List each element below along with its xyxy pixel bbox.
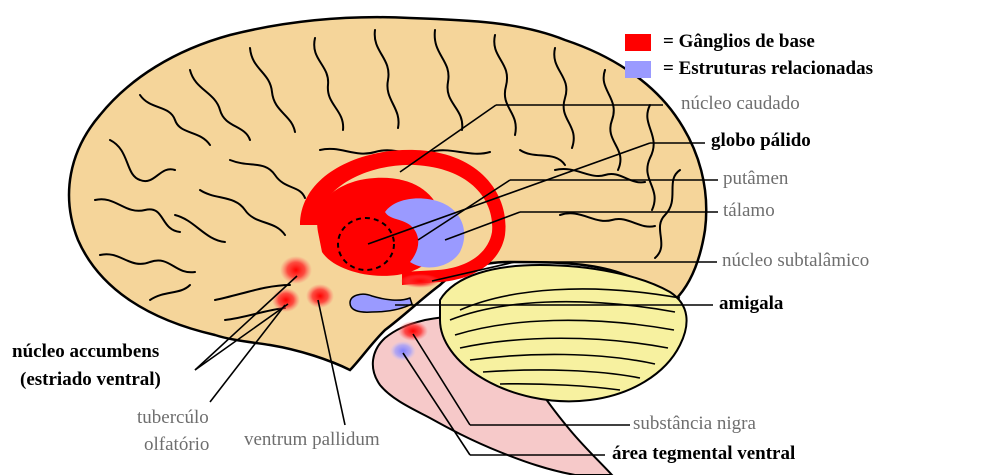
substantia-nigra: [398, 321, 428, 341]
label-tuberculo-line2: olfatório: [144, 434, 209, 456]
legend-label-basal-ganglia: = Gânglios de base: [663, 31, 815, 53]
label-ventrum-pallidum: ventrum pallidum: [244, 429, 380, 451]
legend-swatch-blue: [625, 61, 651, 78]
label-substancia-nigra: substância nigra: [633, 413, 756, 435]
label-nucleo-caudado: núcleo caudado: [681, 93, 800, 115]
label-nucleo-subtalamico: núcleo subtalâmico: [722, 250, 869, 272]
label-globo-palido: globo pálido: [711, 130, 811, 152]
label-talamo: tálamo: [723, 200, 775, 222]
label-nucleo-accumbens-line2: (estriado ventral): [20, 369, 161, 391]
legend-related-structures: = Estruturas relacionadas: [625, 58, 873, 80]
olfactory-tubercle: [272, 288, 300, 312]
legend-label-related: = Estruturas relacionadas: [663, 58, 873, 80]
ventral-tegmental-area: [390, 341, 416, 361]
nucleus-accumbens: [280, 256, 312, 284]
label-putamen: putâmen: [723, 168, 788, 190]
ventral-pallidum: [306, 284, 334, 308]
label-tuberculo-line1: tubercúlo: [137, 407, 209, 429]
label-nucleo-accumbens-line1: núcleo accumbens: [12, 341, 159, 363]
label-amigala: amigala: [719, 293, 783, 315]
legend-swatch-red: [625, 34, 651, 51]
legend-basal-ganglia: = Gânglios de base: [625, 31, 815, 53]
label-area-tegmental-ventral: área tegmental ventral: [612, 443, 795, 465]
